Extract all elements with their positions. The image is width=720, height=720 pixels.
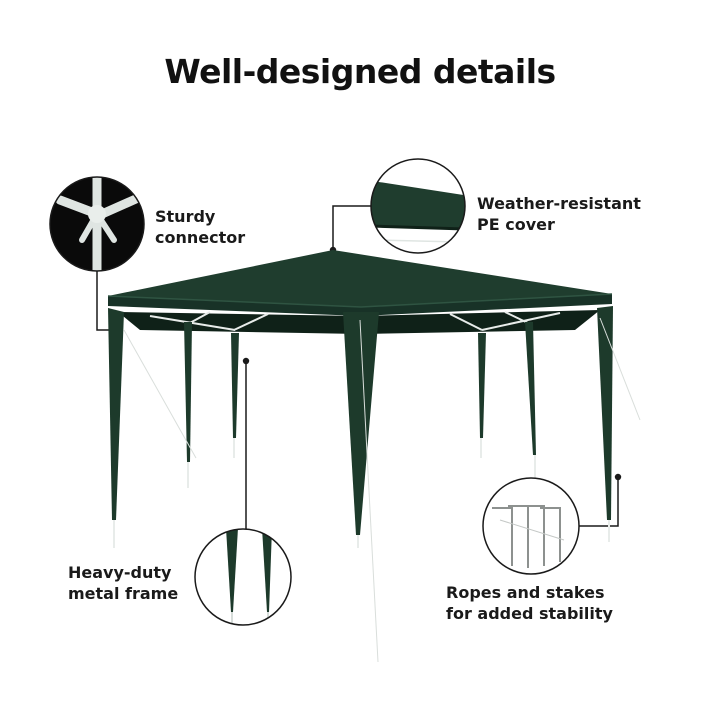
label-sturdy-connector: Sturdy connector — [155, 206, 245, 248]
label-weather-resistant-cover: Weather-resistant PE cover — [477, 193, 641, 235]
label-ropes-and-stakes: Ropes and stakes for added stability — [446, 582, 613, 624]
detail-circle-connector — [49, 176, 145, 272]
leader-line-cover — [332, 205, 372, 248]
leader-dot — [242, 357, 250, 365]
label-line: for added stability — [446, 604, 613, 623]
leader-line-stakes — [579, 478, 619, 527]
label-line: metal frame — [68, 584, 179, 603]
detail-circle-stakes — [482, 477, 580, 575]
detail-circle-frame — [194, 528, 292, 626]
label-line: Heavy-duty — [68, 563, 172, 582]
detail-circle-cover — [370, 158, 466, 254]
gazebo-legs — [108, 306, 613, 548]
gazebo-ropes — [123, 317, 641, 663]
leader-line-connector — [96, 271, 112, 331]
gazebo-frame-struts — [149, 311, 561, 331]
label-line: Weather-resistant — [477, 194, 641, 213]
label-heavy-duty-frame: Heavy-duty metal frame — [68, 562, 178, 604]
label-line: Sturdy — [155, 207, 216, 226]
page-title: Well-designed details — [164, 52, 556, 91]
label-line: PE cover — [477, 215, 555, 234]
leader-lines — [96, 205, 619, 529]
label-line: connector — [155, 228, 246, 247]
leader-dot — [614, 473, 622, 481]
label-line: Ropes and stakes — [446, 583, 605, 602]
